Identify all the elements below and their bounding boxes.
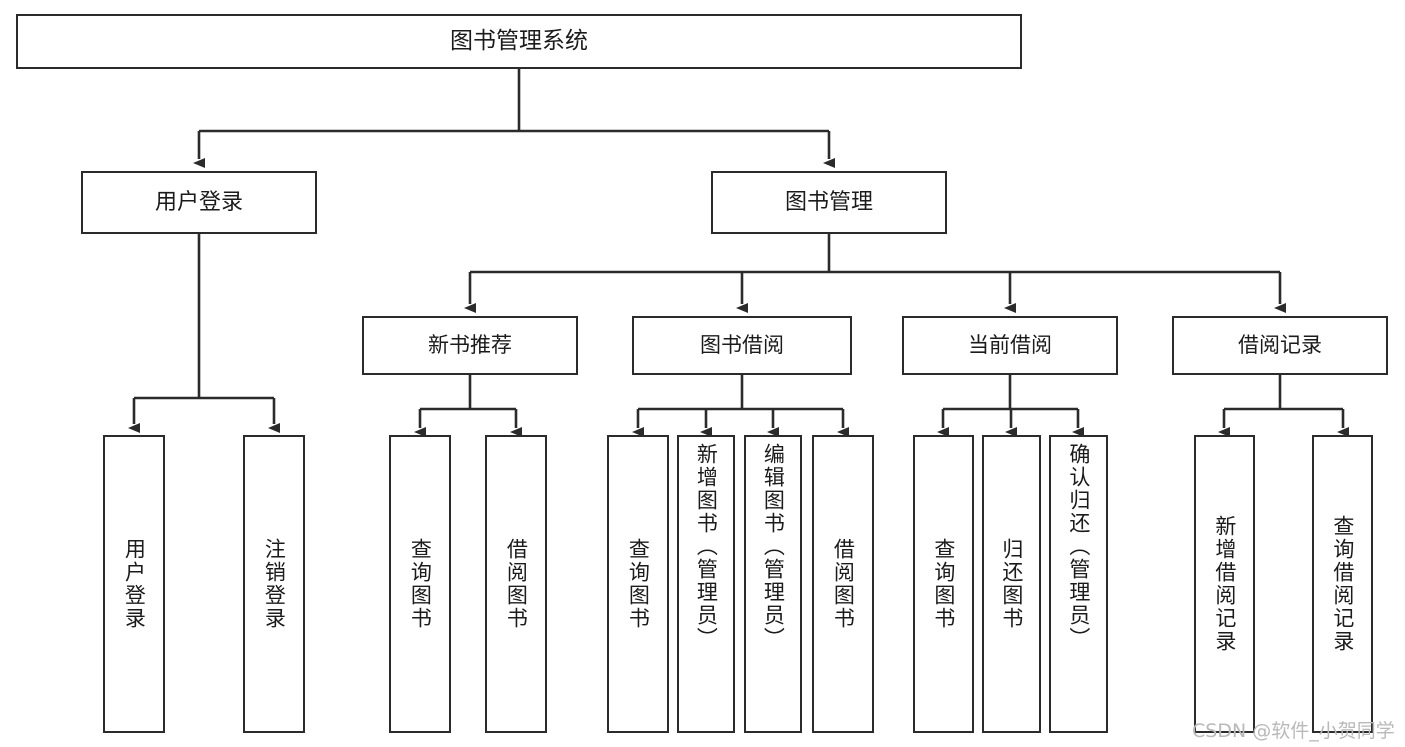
leaf-query-book-current[interactable]: 查询图书: [913, 435, 974, 733]
leaf-query-borrow-record[interactable]: 查询借阅记录: [1312, 435, 1373, 733]
node-new-book-recommend[interactable]: 新书推荐: [362, 316, 578, 375]
leaf-query-book-recommend[interactable]: 查询图书: [389, 435, 451, 733]
node-user-login[interactable]: 用户登录: [81, 171, 317, 234]
csdn-watermark: CSDN @软件_小贺同学: [1192, 720, 1395, 742]
leaf-logout[interactable]: 注销登录: [243, 435, 305, 733]
leaf-add-book-admin[interactable]: 新增图书（管理员）: [677, 435, 735, 733]
node-current-borrow[interactable]: 当前借阅: [902, 316, 1118, 375]
leaf-edit-book-admin[interactable]: 编辑图书（管理员）: [744, 435, 802, 733]
leaf-confirm-return-admin[interactable]: 确认归还（管理员）: [1049, 435, 1108, 733]
node-book-management[interactable]: 图书管理: [711, 171, 947, 234]
leaf-user-login[interactable]: 用户登录: [103, 435, 165, 733]
leaf-return-book[interactable]: 归还图书: [982, 435, 1041, 733]
leaf-borrow-book[interactable]: 借阅图书: [812, 435, 874, 733]
node-borrow-record[interactable]: 借阅记录: [1172, 316, 1388, 375]
leaf-add-borrow-record[interactable]: 新增借阅记录: [1194, 435, 1255, 733]
node-root[interactable]: 图书管理系统: [16, 14, 1022, 69]
leaf-borrow-book-recommend[interactable]: 借阅图书: [485, 435, 547, 733]
node-book-borrow[interactable]: 图书借阅: [632, 316, 852, 375]
leaf-query-book[interactable]: 查询图书: [607, 435, 669, 733]
